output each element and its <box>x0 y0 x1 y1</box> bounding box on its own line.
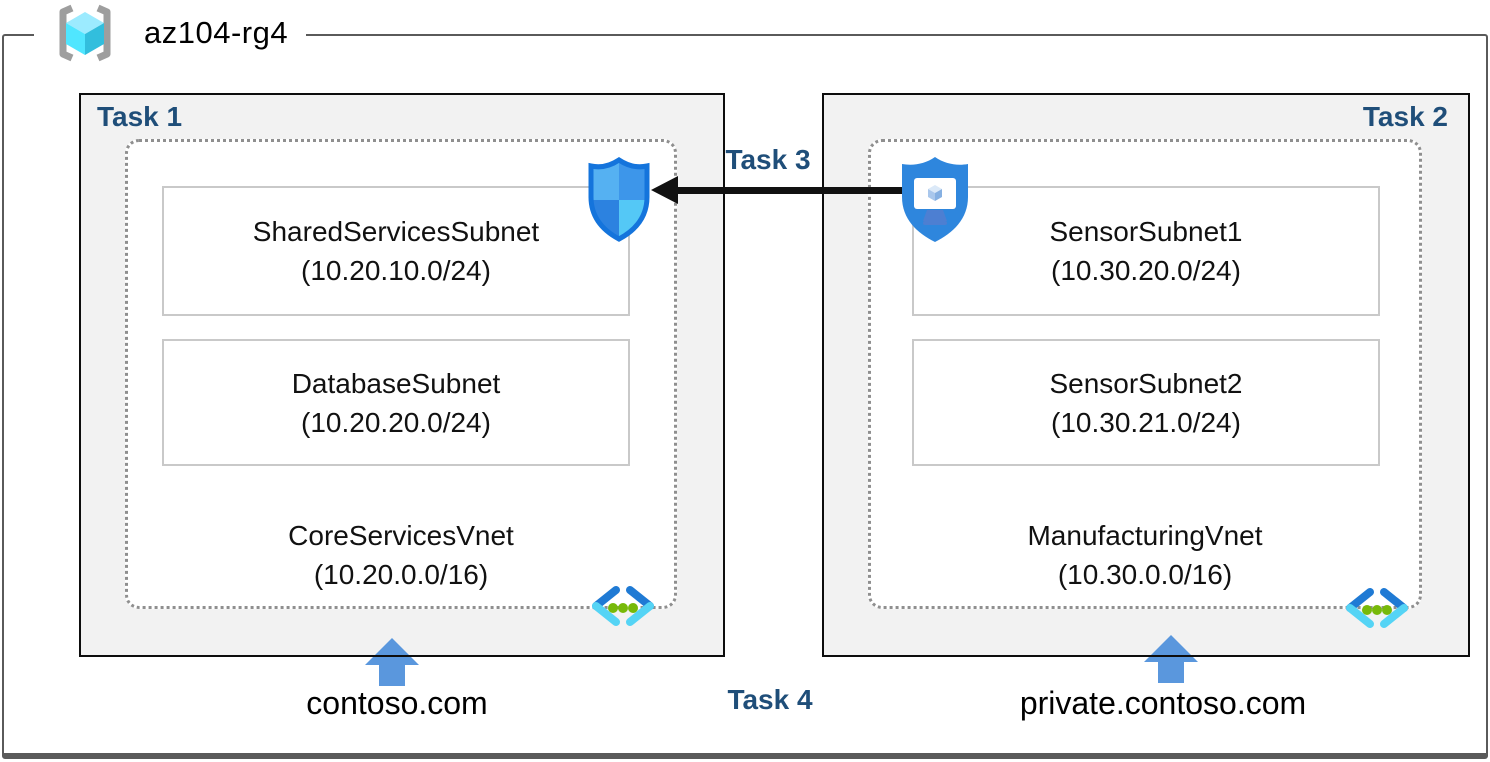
resource-group-frame <box>2 34 1488 759</box>
vnet-name: ManufacturingVnet <box>1027 520 1263 551</box>
vnet-name: CoreServicesVnet <box>288 520 514 551</box>
left-arrow-icon <box>651 176 908 204</box>
task4-label: Task 4 <box>727 684 813 715</box>
subnet-cidr: (10.30.21.0/24) <box>1051 406 1241 438</box>
subnet-name: SensorSubnet2 <box>1049 367 1243 399</box>
task2-label: Task 2 <box>1362 101 1448 132</box>
core-services-vnet-label: CoreServicesVnet (10.20.0.0/16) <box>125 516 677 594</box>
sensor-subnet1-box: SensorSubnet1 (10.30.20.0/24) <box>912 186 1380 316</box>
subnet-name: SensorSubnet1 <box>1049 216 1243 247</box>
resource-group-header: az104-rg4 <box>34 0 307 66</box>
network-security-group-shield-icon <box>588 157 650 242</box>
subnet-cidr: (10.20.10.0/24) <box>301 255 491 286</box>
vnet-cidr: (10.30.0.0/16) <box>1057 559 1233 590</box>
bastion-shield-monitor-icon <box>902 157 968 242</box>
sensor-subnet2-box: SensorSubnet2 (10.30.21.0/24) <box>912 339 1380 466</box>
task3-label: Task 3 <box>725 144 811 175</box>
box-border-segment <box>1139 655 1205 657</box>
subnet-name: DatabaseSubnet <box>291 367 501 399</box>
subnet-cidr: (10.30.20.0/24) <box>1051 255 1241 286</box>
vnet-cidr: (10.20.0.0/16) <box>313 559 489 590</box>
manufacturing-vnet-label: ManufacturingVnet (10.30.0.0/16) <box>868 516 1422 594</box>
subnet-name: SharedServicesSubnet <box>252 216 540 247</box>
up-arrow-icon <box>365 638 419 686</box>
virtual-network-icon <box>1346 588 1408 628</box>
shared-services-subnet-box: SharedServicesSubnet (10.20.10.0/24) <box>162 186 630 316</box>
resource-group-icon <box>59 4 111 62</box>
task1-label: Task 1 <box>97 101 183 132</box>
virtual-network-icon <box>592 586 654 626</box>
resource-group-name: az104-rg4 <box>144 15 289 50</box>
private-contoso-dns-label: private.contoso.com <box>1019 685 1307 721</box>
database-subnet-box: DatabaseSubnet (10.20.20.0/24) <box>162 339 630 466</box>
contoso-dns-label: contoso.com <box>306 685 488 721</box>
up-arrow-icon <box>1144 635 1198 683</box>
box-border-segment <box>360 655 426 657</box>
subnet-cidr: (10.20.20.0/24) <box>301 406 491 438</box>
